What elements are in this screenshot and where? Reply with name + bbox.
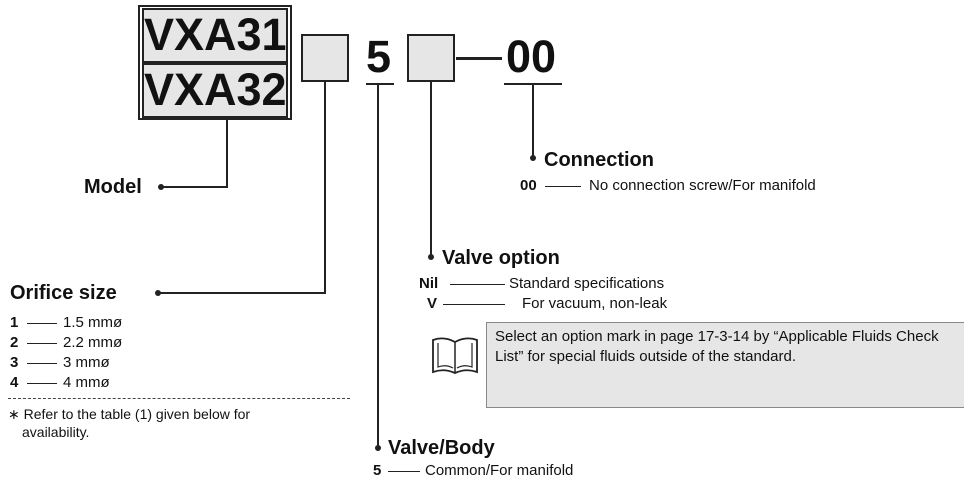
orifice-dash-4: [27, 383, 57, 384]
valve-body-underline: [366, 83, 394, 85]
orifice-desc-3: 3 mmø: [63, 354, 110, 371]
valve-option-dash-v: [443, 304, 505, 305]
orifice-leader-horizontal: [158, 292, 326, 294]
model-code-vxa32: VXA32: [142, 63, 288, 118]
model-label: Model: [84, 176, 142, 198]
orifice-desc-1: 1.5 mmø: [63, 314, 123, 331]
model-leader-dot: [158, 184, 164, 190]
orifice-code-box: [301, 34, 349, 82]
model-leader-vertical: [226, 120, 228, 187]
orifice-label: Orifice size: [10, 282, 117, 304]
connection-label: Connection: [544, 149, 654, 171]
connection-desc: No connection screw/For manifold: [589, 177, 816, 194]
valve-body-label: Valve/Body: [388, 437, 495, 459]
orifice-divider: [8, 398, 350, 399]
connection-leader-dot: [530, 155, 536, 161]
orifice-dash-3: [27, 363, 57, 364]
valve-option-code-box: [407, 34, 455, 82]
orifice-dash-1: [27, 323, 57, 324]
valve-option-leader-vertical: [430, 82, 432, 256]
valve-option-desc-nil: Standard specifications: [509, 275, 665, 292]
valve-option-note: Select an option mark in page 17-3-14 by…: [486, 322, 964, 408]
orifice-note-line1: ∗ Refer to the table (1) given below for: [8, 406, 251, 422]
connection-leader-vertical: [532, 85, 534, 157]
model-code-vxa31: VXA31: [142, 8, 288, 63]
orifice-leader-vertical: [324, 82, 326, 293]
model-code-frame: [138, 5, 292, 120]
orifice-code-3: 3: [10, 354, 19, 371]
book-icon: [430, 334, 480, 383]
valve-body-code: 5: [366, 31, 392, 82]
valve-body-dash: [388, 471, 420, 472]
valve-option-dash-nil: [450, 284, 505, 285]
orifice-note-line2: availability.: [22, 424, 90, 440]
valve-body-leader-dot: [375, 445, 381, 451]
connection-code: 00: [506, 31, 557, 82]
valve-option-code-nil: Nil: [419, 275, 439, 292]
orifice-code-4: 4: [10, 374, 19, 391]
connection-code-00: 00: [520, 177, 537, 194]
valve-body-leader-vertical: [377, 85, 379, 447]
orifice-code-2: 2: [10, 334, 19, 351]
orifice-leader-dot: [155, 290, 161, 296]
orifice-code-1: 1: [10, 314, 19, 331]
valve-option-desc-v: For vacuum, non-leak: [522, 295, 668, 312]
dash-line: [456, 57, 502, 60]
valve-option-label: Valve option: [442, 247, 560, 269]
valve-body-code-5: 5: [373, 462, 382, 479]
orifice-dash-2: [27, 343, 57, 344]
valve-option-code-v: V: [427, 295, 438, 312]
valve-body-desc: Common/For manifold: [425, 462, 574, 479]
orifice-desc-2: 2.2 mmø: [63, 334, 123, 351]
connection-underline: [504, 83, 562, 85]
connection-dash: [545, 186, 581, 187]
model-leader-horizontal: [162, 186, 228, 188]
orifice-desc-4: 4 mmø: [63, 374, 110, 391]
valve-option-leader-dot: [428, 254, 434, 260]
